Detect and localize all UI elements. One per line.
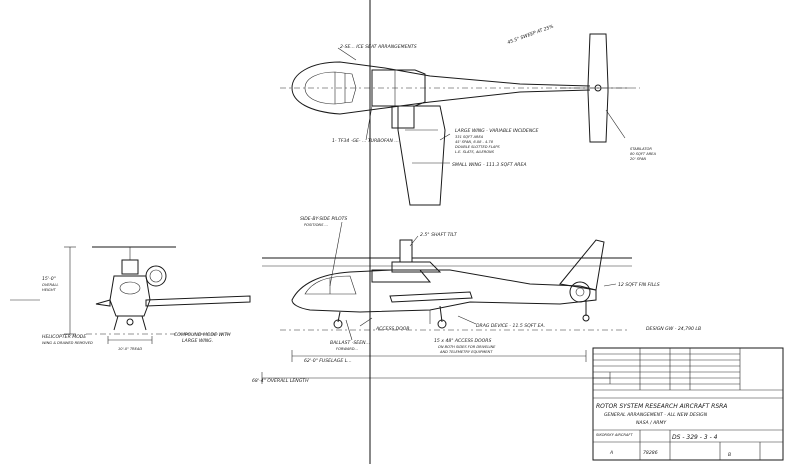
wing-note-1: LARGE WING - VARIABLE INCIDENCE xyxy=(455,128,538,134)
wing-note-3: 45' SPAN, 6.08 - 4.78 xyxy=(455,140,494,144)
sheet-letter: B xyxy=(728,452,731,458)
height-note-2: OVERALL xyxy=(42,283,59,287)
doors-note-2: ON BOTH SIDES FOR DRIVELINE xyxy=(438,345,496,349)
height-note-3: HEIGHT xyxy=(42,288,57,292)
small-wing-note: SMALL WING - 111.3 SQFT AREA xyxy=(452,162,527,168)
drawing-number: DS - 329 - 3 - 4 xyxy=(672,434,718,441)
access-door-note: ACCESS DOOR xyxy=(375,326,410,332)
drag-note: DRAG DEVICE - 11.5 SQFT EA. xyxy=(476,323,545,329)
ballast-note-2: FORWARD... xyxy=(336,347,358,351)
engine-note: 1- TF34 -GE- ... TURBOFAN ... xyxy=(332,138,399,144)
front-view xyxy=(10,246,251,344)
side-view xyxy=(261,221,632,384)
title-line-1: ROTOR SYSTEM RESEARCH AIRCRAFT RSRA xyxy=(596,403,727,410)
ballast-note-1: BALLAST -SEEN... xyxy=(330,340,370,346)
angle-note: 45.5° SWEEP AT 25% xyxy=(507,24,555,46)
gross-weight: DESIGN GW - 24,790 LB xyxy=(646,326,701,332)
seat-note: 2-SE... ICE SEAT ARRANGEMENTS xyxy=(340,44,417,50)
stabilator-note-2: 80 SQFT AREA xyxy=(630,152,656,156)
height-note-1: 15'-0" xyxy=(42,276,56,282)
title-block: ROTOR SYSTEM RESEARCH AIRCRAFT RSRA GENE… xyxy=(592,347,784,461)
pilots-note-1: SIDE-BY-SIDE PILOTS xyxy=(300,216,347,222)
compound-mode-1: COMPOUND MODE WITH xyxy=(174,332,231,338)
overall-length: 68'-4" OVERALL LENGTH xyxy=(252,378,309,384)
stabilator-note-1: STABILATOR xyxy=(630,147,652,151)
front-view-notes: 15'-0" OVERALL HEIGHT HELICOPTER MODE WI… xyxy=(42,276,231,351)
code-number: 78286 xyxy=(643,450,658,456)
fin-label: 12 SQFT FIN FILLS xyxy=(618,282,660,288)
tread-label: 10'-0" TREAD xyxy=(118,347,142,351)
title-line-2: GENERAL ARRANGEMENT - ALL NEW DESIGN xyxy=(604,412,708,418)
fuselage-length: 62'-0" FUSELAGE L... xyxy=(304,358,352,364)
title-line-3: NASA / ARMY xyxy=(636,420,667,426)
wing-note-2: 331 SQFT AREA xyxy=(455,135,484,139)
doors-note-3: AND TELEMETRY EQUIPMENT xyxy=(439,350,493,354)
company-label: SIKORSKY AIRCRAFT xyxy=(596,433,633,437)
heli-mode-1: HELICOPTER MODE xyxy=(42,334,86,340)
pilots-note-2: POSITIONS ... xyxy=(304,223,328,227)
plan-view xyxy=(280,33,640,206)
wing-note-4: DOUBLE SLOTTED FLAPS xyxy=(455,145,500,149)
shaft-tilt-note: 2.5° SHAFT TILT xyxy=(420,232,458,238)
rev-box: A xyxy=(609,450,613,456)
compound-mode-2: LARGE WING. xyxy=(182,338,213,344)
side-view-notes: SIDE-BY-SIDE PILOTS POSITIONS ... 2.5° S… xyxy=(252,216,701,384)
stabilator-note-3: 20' SPAN xyxy=(630,157,646,161)
wing-note-5: L.E. SLATS, AILERONS xyxy=(455,150,495,154)
heli-mode-2: WING & DRAWED REMOVED xyxy=(42,341,93,345)
doors-note-1: 15 x 48" ACCESS DOORS xyxy=(434,338,491,344)
